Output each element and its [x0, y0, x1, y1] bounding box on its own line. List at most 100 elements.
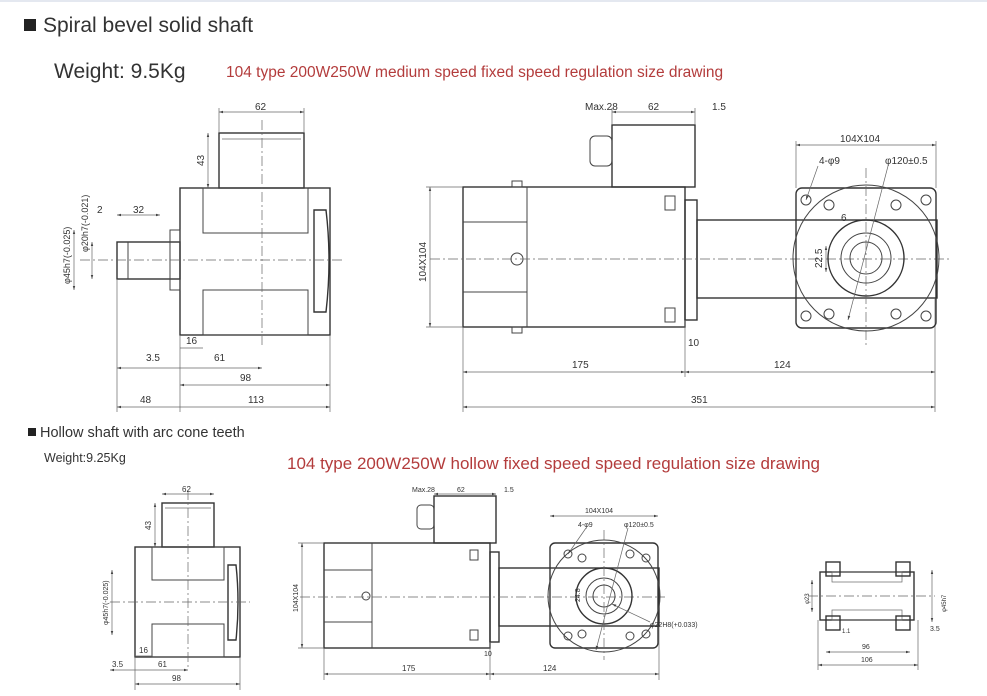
terminal-box [611, 124, 696, 188]
dim-351: 351 [691, 395, 708, 406]
drawing-caption-hollow: 104 type 200W250W hollow fixed speed spe… [287, 454, 820, 473]
drawing-caption-solid: 104 type 200W250W medium speed fixed spe… [226, 64, 724, 81]
dim-43: 43 [196, 154, 207, 166]
dim-3-5: 3.5 [930, 626, 940, 633]
dim-98: 98 [172, 674, 181, 683]
mounting-hole-icon [641, 629, 651, 639]
gearbox-body [462, 186, 686, 328]
mounting-hole-icon [823, 199, 835, 211]
dim-62: 62 [182, 485, 191, 494]
hollow-title-text: Hollow shaft with arc cone teeth [40, 425, 245, 441]
solid-side-view: 62 43 2 32 φ20h7(-0.021) φ45h7(-0.025) 1… [62, 102, 345, 412]
motor-end-cap [313, 209, 330, 313]
dim-62: 62 [255, 102, 267, 113]
dim-16: 16 [186, 336, 198, 347]
hollow-side-view: 62 43 φ45h7(-0.025) 16 3.5 61 98 [103, 485, 250, 690]
dim-pcd: φ120±0.5 [624, 522, 654, 529]
dim-106: 106 [861, 657, 873, 664]
output-shaft [116, 241, 181, 280]
dim-holes: 4-φ9 [578, 522, 593, 529]
dim-113: 113 [248, 395, 264, 406]
mounting-hole-icon [563, 631, 573, 641]
mounting-hole-icon [577, 629, 587, 639]
mounting-hole-icon [641, 553, 651, 563]
dim-104x104: 104X104 [585, 508, 613, 515]
dim-shaft-diameter: φ20h7(-0.021) [80, 195, 90, 252]
dim-3-5: 3.5 [146, 353, 160, 364]
bearing-icon [895, 615, 911, 631]
terminal-box [218, 132, 305, 189]
dim-98: 98 [240, 373, 252, 384]
dim-62: 62 [648, 102, 660, 113]
dim-104x104: 104X104 [840, 134, 880, 145]
dim-10: 10 [688, 338, 700, 349]
hollow-end-view: 104X104 4-φ9 φ120±0.5 24.8 φ22H8(+0.033) [547, 508, 698, 660]
dim-62: 62 [457, 487, 465, 494]
hollow-section-view: φ23 1.1 φ45h7 3.5 96 106 [805, 561, 948, 670]
mounting-hole-icon [800, 310, 812, 322]
dim-max28: Max.28 [585, 102, 618, 113]
cable-gland-icon [589, 135, 613, 167]
hollow-front-view: Max.28 62 1.5 104X104 10 175 124 [293, 487, 665, 680]
mounting-hole-icon [890, 308, 902, 320]
section-title-hollow: Hollow shaft with arc cone teeth [28, 425, 245, 441]
dim-104x104: 104X104 [418, 242, 429, 282]
mounting-hole-icon [577, 553, 587, 563]
mounting-hole-icon [920, 310, 932, 322]
dim-1-5: 1.5 [504, 487, 514, 494]
dim-key: 6 [841, 213, 847, 224]
mounting-hole-icon [625, 631, 635, 641]
mounting-hole-icon [890, 199, 902, 211]
dim-124: 124 [543, 664, 557, 673]
bearing-icon [895, 561, 911, 577]
top-divider [0, 0, 987, 2]
dim-1-5: 1.5 [712, 102, 726, 113]
dim-24-8: 24.8 [575, 588, 582, 602]
dim-max28: Max.28 [412, 487, 435, 494]
dim-175: 175 [572, 360, 589, 371]
square-bullet-icon [24, 19, 36, 31]
dim-10: 10 [484, 651, 492, 658]
terminal-box [433, 495, 497, 544]
dim-left-diameter: φ23 [805, 593, 811, 604]
bearing-icon [825, 561, 841, 577]
weight-label-hollow: Weight:9.25Kg [44, 451, 126, 465]
mounting-hole-icon [625, 549, 635, 559]
drain-plug-icon [361, 591, 371, 601]
dim-bore: φ22H8(+0.033) [650, 622, 698, 629]
weight-label-solid: Weight: 9.5Kg [54, 60, 186, 83]
dim-96: 96 [862, 644, 870, 651]
bearing-icon [825, 615, 841, 631]
square-bullet-icon [28, 428, 36, 436]
mounting-hole-icon [800, 194, 812, 206]
dim-pcd: φ120±0.5 [885, 156, 928, 167]
dim-pilot-diameter: φ45h7(-0.025) [103, 580, 110, 625]
gearbox-body [323, 542, 491, 649]
mounting-bolt-icon [664, 195, 676, 211]
dim-61: 61 [158, 660, 167, 669]
dim-2: 2 [97, 205, 103, 216]
solid-title-text: Spiral bevel solid shaft [43, 14, 254, 37]
dim-tolerance: 1.1 [842, 629, 851, 635]
dim-104x104: 104X104 [293, 584, 300, 612]
dim-16: 16 [139, 646, 148, 655]
solid-front-view: Max.28 62 1.5 104X104 10 175 124 351 [418, 102, 950, 412]
cable-gland-icon [416, 504, 435, 530]
mounting-bolt-icon [664, 307, 676, 323]
mounting-hole-icon [823, 308, 835, 320]
dim-22-5: 22.5 [814, 248, 825, 268]
mounting-hole-icon [920, 194, 932, 206]
dim-61: 61 [214, 353, 226, 364]
dim-right-diameter: φ45h7 [942, 594, 948, 612]
dim-pilot-diameter: φ45h7(-0.025) [62, 227, 72, 284]
dim-48: 48 [140, 395, 152, 406]
dim-124: 124 [774, 360, 791, 371]
section-title-solid: Spiral bevel solid shaft [24, 14, 253, 38]
dim-175: 175 [402, 664, 416, 673]
dim-32: 32 [133, 205, 145, 216]
dim-43: 43 [144, 521, 153, 530]
solid-end-view: 104X104 4-φ9 φ120±0.5 6 22.5 [792, 134, 940, 345]
dim-holes: 4-φ9 [819, 156, 840, 167]
dim-3-5: 3.5 [112, 660, 124, 669]
